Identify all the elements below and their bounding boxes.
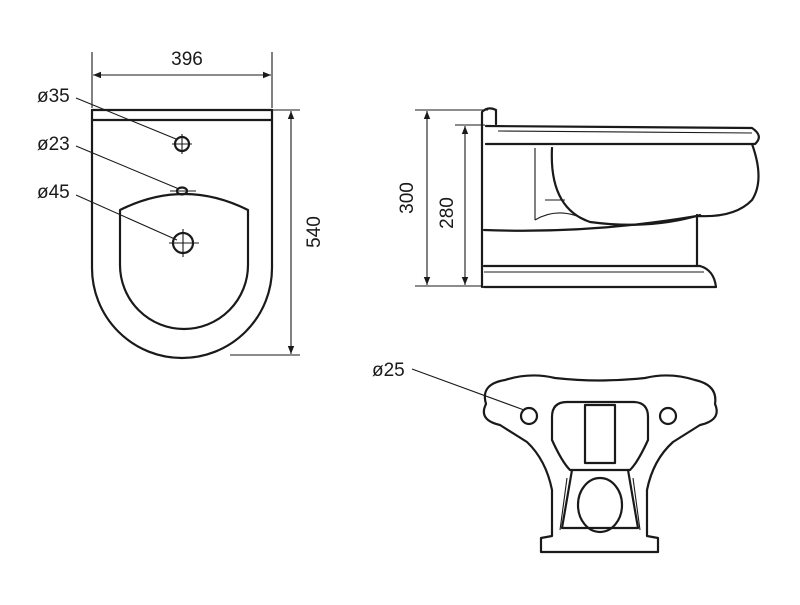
rear-pedestal-detail bbox=[559, 477, 641, 531]
rear-bowl-cavity bbox=[550, 400, 650, 472]
seat-hinge bbox=[480, 107, 498, 126]
trap-sweep bbox=[482, 214, 699, 232]
outer-outline bbox=[90, 108, 274, 360]
rear-drain-slot bbox=[583, 403, 617, 465]
outer-height-label: 300 bbox=[397, 182, 418, 214]
lower-hole-leader bbox=[75, 194, 178, 241]
lower-hole-label: ø45 bbox=[37, 182, 70, 203]
top-view: 396 540 ø35 ø23 ø45 bbox=[37, 49, 325, 360]
rear-outline bbox=[482, 374, 718, 554]
height-label: 540 bbox=[304, 216, 325, 248]
middle-hole-label: ø23 bbox=[37, 134, 70, 155]
bowl-neck-detail bbox=[534, 148, 591, 223]
upper-hole-leader bbox=[75, 97, 177, 140]
upper-hole-label: ø35 bbox=[37, 86, 70, 107]
right-fixing-hole bbox=[658, 406, 678, 426]
width-label: 396 bbox=[171, 49, 203, 70]
base-profile bbox=[482, 264, 718, 289]
bowl-front bbox=[695, 142, 760, 218]
fixing-hole-label: ø25 bbox=[372, 360, 405, 381]
bowl-outline bbox=[118, 192, 250, 331]
middle-hole-leader bbox=[75, 145, 180, 190]
inner-height-label: 280 bbox=[437, 197, 458, 229]
left-fixing-hole bbox=[519, 406, 539, 426]
rear-outlet bbox=[576, 476, 624, 534]
bowl-inner bbox=[550, 146, 702, 226]
side-view: 300 280 bbox=[397, 107, 760, 289]
rear-view: ø25 bbox=[372, 360, 718, 554]
seat-detail-line bbox=[497, 130, 753, 134]
fixing-hole-leader bbox=[411, 368, 525, 411]
seat-outline bbox=[484, 124, 760, 146]
rear-pedestal bbox=[560, 468, 640, 530]
